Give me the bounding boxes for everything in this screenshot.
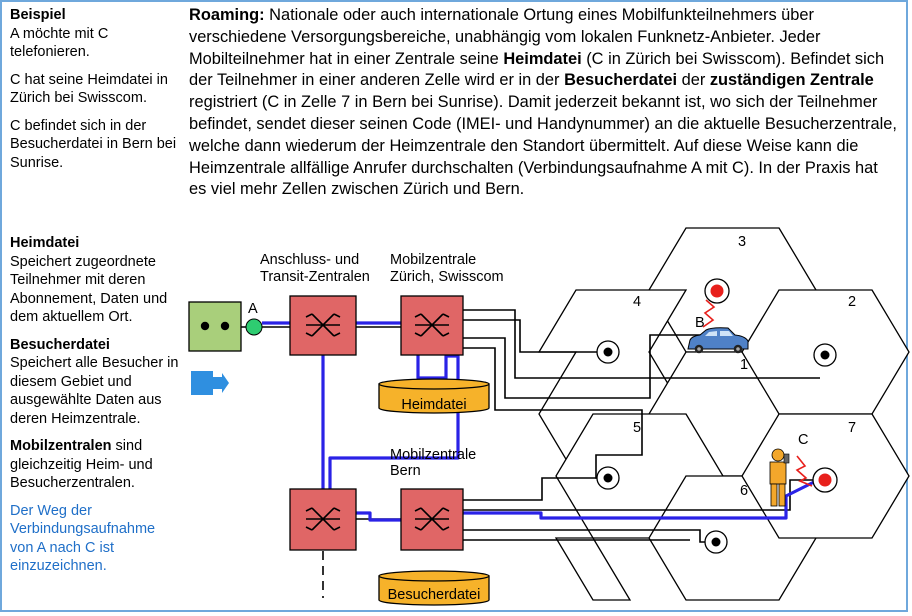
anschluss-label-line-2: Transit-Zentralen xyxy=(260,269,370,285)
heimdatei-database: Heimdatei xyxy=(378,378,490,414)
switch-zuerich xyxy=(400,295,464,356)
cell-label-2: 2 xyxy=(848,294,856,310)
example-line-1: A möchte mit C telefonieren. xyxy=(10,25,109,61)
legend-mobilzentralen: Mobilzentralen sind gleichzeitig Heim- u… xyxy=(10,437,180,493)
radio-signal-b-icon xyxy=(702,299,716,328)
task-note: Der Weg der Verbindungsaufnahme von A na… xyxy=(10,502,156,575)
legend-besucherdatei-title: Besucherdatei xyxy=(10,336,110,353)
zuerich-label-line-2: Zürich, Swisscom xyxy=(390,269,504,285)
antennas xyxy=(596,278,838,554)
zuerich-label-line-1: Mobilzentrale xyxy=(390,252,476,268)
anschluss-label-line-1: Anschluss- und xyxy=(260,252,359,268)
besucherdatei-label: Besucherdatei xyxy=(388,587,481,603)
bern-label-line-2: Bern xyxy=(390,463,421,479)
legend-heimdatei-text: Speichert zugeordnete Teilnehmer mit der… xyxy=(10,253,168,326)
example-line-2: C hat seine Heimdatei in Zürich bei Swis… xyxy=(10,71,168,107)
desc-text-3: der xyxy=(677,71,710,90)
antenna-cell-6-icon xyxy=(704,530,728,554)
antenna-cell-2-icon xyxy=(813,343,837,367)
antenna-cell-4-icon xyxy=(596,340,620,364)
telephone-label-a: A xyxy=(248,301,258,317)
antenna-cell-3-icon xyxy=(704,278,730,304)
heimdatei-legend-icon xyxy=(189,242,221,268)
desc-bold-besucherdatei: Besucherdatei xyxy=(564,71,678,90)
radio-signal-c-icon xyxy=(795,455,813,487)
example-intro: Beispiel A möchte mit C telefonieren. xyxy=(10,6,180,62)
telephone-body xyxy=(188,301,242,352)
desc-text-2: (C in Zürich bei Swisscom). Befindet sic… xyxy=(189,49,885,90)
cell-numbers: 3 4 2 1 5 7 6 xyxy=(633,234,856,499)
bern-label-line-1: Mobilzentrale xyxy=(390,447,476,463)
cell-5b-hex xyxy=(554,537,632,601)
switch-bern xyxy=(400,488,464,551)
desc-text-1: Nationale oder auch internationale Ortun… xyxy=(189,6,821,68)
cell-grid xyxy=(537,227,910,601)
cell-label-5: 5 xyxy=(633,420,641,436)
desc-bold-zentrale: zuständigen Zentrale xyxy=(709,71,874,90)
cell-label-7: 7 xyxy=(848,420,856,436)
legend-heimdatei-title: Heimdatei xyxy=(10,235,80,251)
example-line-3: C befindet sich in der Besucherdatei in … xyxy=(10,117,177,171)
telephone-a: A xyxy=(188,301,263,352)
desc-bold-heimdatei: Heimdatei xyxy=(503,49,582,68)
heimdatei-label: Heimdatei xyxy=(401,397,466,413)
telephone-key-left xyxy=(200,321,210,331)
antenna-cell-5-icon xyxy=(596,466,620,490)
label-c: C xyxy=(798,432,808,448)
desc-text-4: registriert (C in Zelle 7 in Bern bei Su… xyxy=(189,93,897,199)
label-b: B xyxy=(695,315,705,331)
besucherdatei-legend-icon xyxy=(191,371,229,395)
besucherdatei-database: Besucherdatei xyxy=(378,570,490,606)
switch-anschluss-bottom xyxy=(289,488,357,551)
cell-label-4: 4 xyxy=(633,294,641,310)
example-box: Beispiel A möchte mit C telefonieren. C h… xyxy=(10,6,180,181)
cell-label-1: 1 xyxy=(740,357,748,373)
telephone-key-right xyxy=(220,321,230,331)
car-b-icon xyxy=(687,327,749,354)
legend-mobilzentralen-title: Mobilzentralen xyxy=(10,438,112,454)
desc-title: Roaming: xyxy=(189,6,265,24)
legend-besucherdatei-text: Speichert alle Besucher in diesem Gebiet… xyxy=(10,355,179,427)
roaming-description: Roaming: Nationale oder auch internation… xyxy=(189,5,899,201)
cell-label-6: 6 xyxy=(740,483,748,499)
telephone-port-icon xyxy=(245,318,263,336)
antenna-cell-7-icon xyxy=(812,467,838,493)
switch-anschluss-top xyxy=(289,295,357,356)
legend-mobilzentralen-text: sind gleichzeitig Heim- und Besucherzent… xyxy=(10,438,153,491)
example-title: Beispiel xyxy=(10,7,66,23)
cell-label-3: 3 xyxy=(738,234,746,250)
person-c-icon xyxy=(769,448,790,507)
